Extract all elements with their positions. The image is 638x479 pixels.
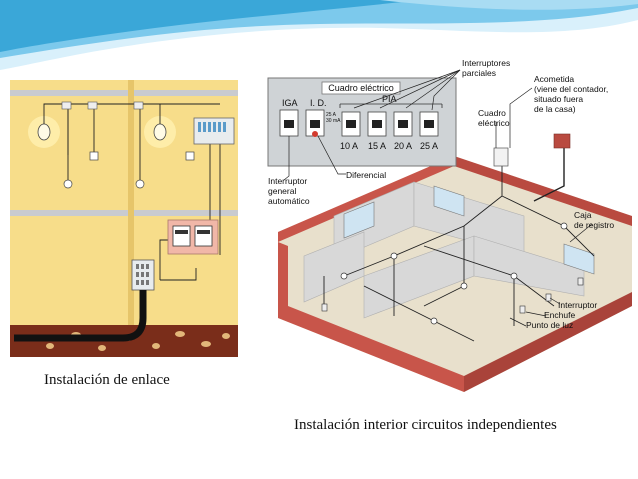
label-enchufe: Enchufe bbox=[544, 310, 575, 320]
label-cuadro-electrico-2: eléctrico bbox=[478, 118, 510, 128]
label-cuadro-electrico-1: Cuadro bbox=[478, 108, 506, 118]
label-interruptor-general-3: automático bbox=[268, 196, 310, 206]
panel-id-rating-ma: 30 mA bbox=[326, 118, 341, 124]
panel-rating-10a: 10 A bbox=[340, 141, 358, 151]
caption-interior-circuits: Instalación interior circuitos independi… bbox=[294, 417, 557, 433]
panel-rating-15a: 15 A bbox=[368, 141, 386, 151]
label-diferencial: Diferencial bbox=[346, 170, 386, 180]
label-interruptores-parciales-2: parciales bbox=[462, 68, 496, 78]
label-interruptor: Interruptor bbox=[558, 300, 597, 310]
label-acometida-3: situado fuera bbox=[534, 94, 583, 104]
panel-rating-20a: 20 A bbox=[394, 141, 412, 151]
label-punto-luz: Punto de luz bbox=[526, 320, 573, 330]
link-installation-diagram bbox=[10, 80, 238, 357]
label-interruptor-general-2: general bbox=[268, 186, 296, 196]
panel-pia-label: PIA bbox=[382, 94, 397, 104]
label-interruptor-general-1: Interruptor bbox=[268, 176, 307, 186]
label-acometida-2: (viene del contador, bbox=[534, 84, 608, 94]
header-wave-decoration bbox=[0, 0, 638, 70]
label-caja-registro-2: de registro bbox=[574, 220, 614, 230]
label-acometida-1: Acometida bbox=[534, 74, 574, 84]
panel-id-rating-a: 25 A bbox=[326, 112, 337, 118]
label-caja-registro-1: Caja bbox=[574, 210, 592, 220]
label-acometida-4: de la casa) bbox=[534, 104, 576, 114]
panel-rating-25a: 25 A bbox=[420, 141, 438, 151]
panel-title: Cuadro eléctrico bbox=[328, 83, 394, 93]
label-interruptores-parciales-1: Interruptores bbox=[462, 58, 510, 68]
panel-id-label: I. D. bbox=[310, 98, 327, 108]
interior-circuits-diagram: Cuadro eléctrico IGA I. D. PIA 25 A 30 m… bbox=[267, 58, 632, 392]
caption-link-installation: Instalación de enlace bbox=[44, 372, 170, 388]
panel-iga-label: IGA bbox=[282, 98, 298, 108]
